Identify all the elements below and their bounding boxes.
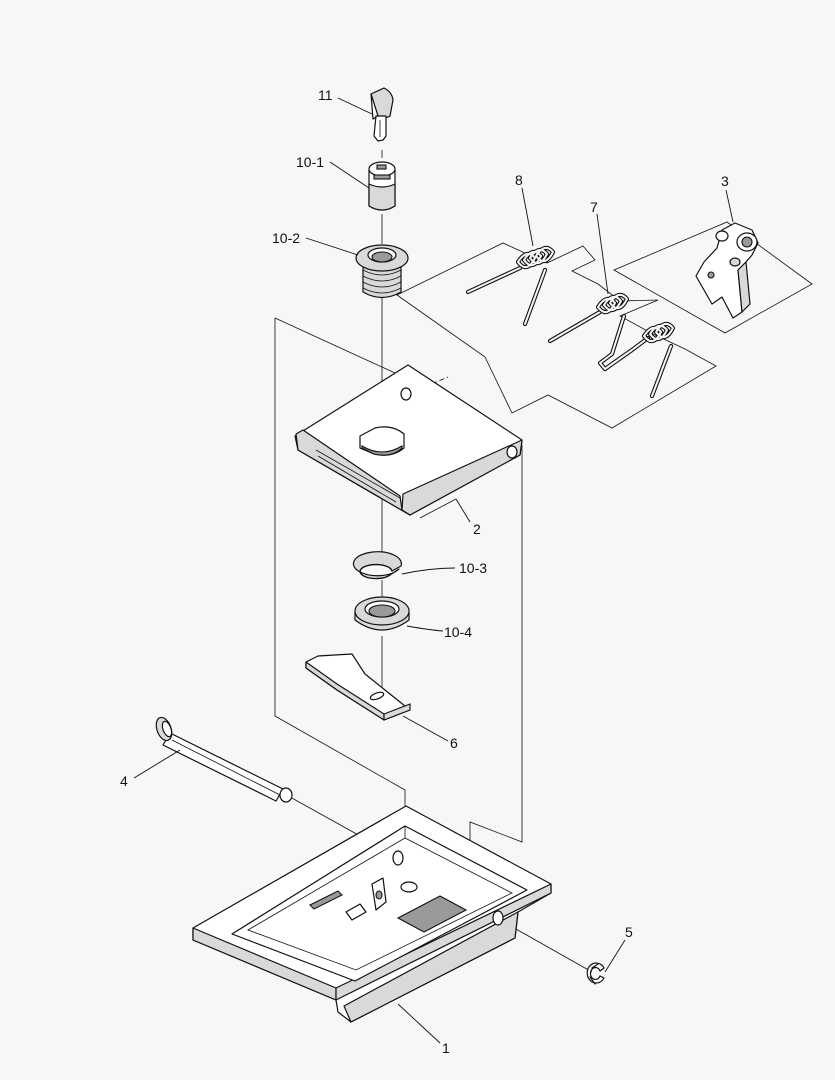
callout-labels: 11 10-1 10-2 8 7 3 2 10-3 10-4 6 4 5 1	[120, 87, 729, 1056]
callout-6: 6	[450, 735, 458, 751]
callout-7: 7	[590, 199, 598, 215]
callout-11: 11	[318, 87, 333, 103]
washer-part-10-4	[354, 596, 410, 631]
callout-5: 5	[625, 924, 633, 940]
callout-10-1: 10-1	[296, 154, 324, 170]
callout-10-2: 10-2	[272, 230, 300, 246]
base-pan-part-1	[192, 805, 552, 1023]
pin-part-4	[155, 716, 293, 803]
lock-cylinder-part-10-1	[368, 161, 396, 211]
callout-2: 2	[473, 521, 481, 537]
latch-plate-part-6	[305, 653, 411, 721]
callout-10-3: 10-3	[459, 560, 487, 576]
latch-lever-part-3	[695, 222, 759, 319]
callout-10-4: 10-4	[444, 624, 472, 640]
key-part-11	[370, 87, 394, 142]
callout-1: 1	[442, 1040, 450, 1056]
spring-part-7	[547, 292, 676, 399]
callout-3: 3	[721, 173, 729, 189]
latch-housing-part-2	[294, 364, 523, 519]
snap-ring-part-10-3	[352, 551, 403, 580]
callout-8: 8	[515, 172, 523, 188]
callout-4: 4	[120, 773, 128, 789]
e-ring-part-5	[586, 962, 605, 985]
spring-part-8	[465, 245, 556, 327]
threaded-bushing-part-10-2	[355, 244, 409, 299]
leader-lines	[133, 97, 734, 1044]
